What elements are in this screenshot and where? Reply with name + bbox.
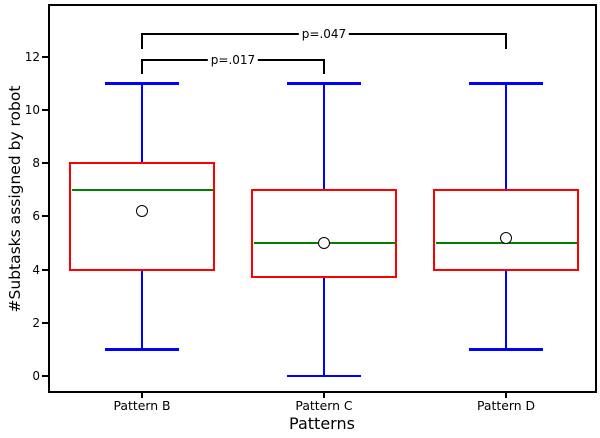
x-axis-title: Patterns [289, 414, 355, 433]
x-tick [323, 393, 325, 398]
significance-label: p=.047 [298, 27, 350, 42]
significance-bracket-tick-left [141, 59, 143, 75]
y-tick-label: 4 [32, 262, 40, 277]
mean-marker [136, 205, 148, 218]
whisker-cap-upper [105, 82, 179, 85]
y-tick [42, 268, 48, 271]
whisker-upper [322, 83, 326, 190]
mean-marker [500, 231, 512, 244]
y-tick-label: 2 [32, 315, 40, 330]
y-tick-label: 0 [32, 369, 40, 384]
y-tick-label: 10 [24, 103, 40, 118]
y-tick [42, 215, 48, 218]
median-line [71, 188, 213, 192]
whisker-lower [322, 276, 326, 377]
x-tick-label: Pattern C [295, 398, 353, 413]
y-tick [42, 109, 48, 112]
y-tick [42, 55, 48, 58]
x-tick [141, 393, 143, 398]
significance-bracket-tick-right [505, 34, 507, 49]
whisker-cap-lower [105, 348, 179, 351]
x-tick-label: Pattern B [113, 398, 171, 413]
significance-label: p=.017 [207, 52, 259, 67]
whisker-cap-lower [287, 374, 361, 378]
y-tick [42, 375, 48, 378]
y-tick-label: 12 [24, 49, 40, 64]
plot-border [48, 4, 597, 393]
y-tick [42, 321, 48, 324]
whisker-upper [140, 83, 144, 164]
whisker-cap-lower [469, 348, 543, 351]
whisker-cap-upper [287, 82, 361, 85]
significance-bracket-tick-left [141, 34, 143, 49]
significance-bracket-tick-right [323, 59, 325, 75]
box-iqr [433, 188, 579, 271]
whisker-lower [504, 269, 508, 350]
x-tick [505, 393, 507, 398]
whisker-upper [504, 83, 508, 190]
whisker-lower [140, 269, 144, 350]
y-tick [42, 162, 48, 165]
mean-marker [318, 237, 330, 250]
x-tick-label: Pattern D [476, 398, 536, 413]
box-iqr [251, 188, 397, 278]
y-axis-title: #Subtasks assigned by robot [6, 85, 24, 313]
y-tick-label: 6 [32, 209, 40, 224]
y-tick-label: 8 [32, 156, 40, 171]
whisker-cap-upper [469, 82, 543, 85]
